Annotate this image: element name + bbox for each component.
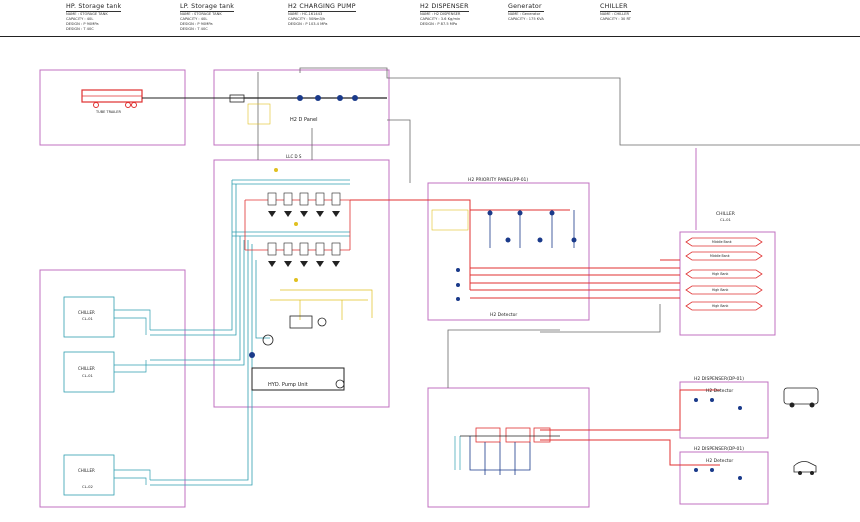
- legend-chiller: CHILLER NAME : CHILLER CAPACITY : 30 RT: [600, 3, 631, 21]
- tube-trailer-label: TUBE TRAILER: [95, 110, 121, 114]
- legend-h2-charging-pump: H2 CHARGING PUMP NAME : HC-161443 CAPACI…: [288, 3, 356, 26]
- chiller-main-id: CL-01: [720, 217, 731, 222]
- lp-circulation-pump: [262, 334, 274, 346]
- bank-2: [685, 251, 763, 261]
- equipment-legend: HP. Storage tank NAME : STORAGE TANK CAP…: [0, 3, 860, 37]
- bank-5-label: High Bank: [712, 304, 728, 308]
- priority-notes: [431, 209, 469, 231]
- lp-storage-tanks: [267, 192, 341, 256]
- legend-hp-storage-tank: HP. Storage tank NAME : STORAGE TANK CAP…: [66, 3, 122, 31]
- dispenser-2-detector: H2 Detector: [706, 458, 733, 464]
- bank-5: [685, 301, 763, 311]
- bank-4-label: High Bank: [712, 288, 728, 292]
- storage-banks: [685, 237, 763, 311]
- chiller-left-3-name: CHILLER: [78, 468, 95, 473]
- boundary-tube-trailer: [39, 69, 186, 146]
- h2-detector-label: H2 Detector: [490, 312, 517, 318]
- bank-1-label: Middle Bank: [712, 240, 732, 244]
- chillers-left: CHILLER CL-01 CHILLER CL-01 CHILLER CL-0…: [63, 296, 151, 496]
- chiller-left-1: [63, 296, 115, 338]
- lp-oil-lines: [270, 289, 373, 320]
- dispenser-1: H2 DISPENSER(DP-01) H2 Detector: [694, 376, 819, 410]
- area-boundaries: [39, 69, 776, 508]
- h2-d-panel: H2 D Panel: [229, 94, 387, 125]
- bank-2-label: Middle Bank: [710, 254, 730, 258]
- boundary-lp-unit: [213, 159, 390, 408]
- priority-panel-label: H2 PRIORITY PANEL(PP-01): [468, 177, 528, 183]
- chiller-left-1-id: CL-01: [82, 316, 93, 321]
- tube-trailer: TUBE TRAILER: [81, 89, 143, 114]
- vehicle-bus-icon: [783, 387, 819, 405]
- legend-lp-storage-tank: LP. Storage tank NAME : STORAGE TANK CAP…: [180, 3, 235, 31]
- title-block-rule: [0, 36, 860, 37]
- boundary-chiller-main: [679, 231, 776, 336]
- boundary-h2-panel: [213, 69, 390, 146]
- lp-unit: LLC D S HYD. Pum: [150, 154, 373, 486]
- chiller-left-2-id: CL-01: [82, 373, 93, 378]
- chiller-main-label: CHILLER: [716, 211, 735, 217]
- bank-1: [685, 237, 763, 247]
- legend-generator: Generator NAME : Generator CAPACITY : 17…: [508, 3, 544, 21]
- dispenser-manifold: [454, 427, 560, 475]
- chiller-left-2-name: CHILLER: [78, 366, 95, 371]
- chiller-left-3: [63, 454, 115, 496]
- priority-panel: H2 PRIORITY PANEL(PP-01) H2 Detector: [431, 177, 577, 318]
- dispenser-2-label: H2 DISPENSER(DP-01): [694, 446, 744, 452]
- h2-panel-label: H2 D Panel: [290, 117, 317, 123]
- bank-3-label: High Bank: [712, 272, 728, 276]
- lp-heat-exchanger: [289, 315, 313, 329]
- h2-main-lines: [350, 199, 720, 466]
- dispenser-2: H2 DISPENSER(DP-01) H2 Detector: [694, 446, 817, 480]
- vehicle-car-icon: [793, 461, 817, 473]
- boundary-dispenser-2: [679, 451, 769, 505]
- legend-h2-dispenser: H2 DISPENSER NAME : H2 DISPENSER CAPACIT…: [420, 3, 469, 26]
- lp-tank-valves: [268, 211, 340, 267]
- hyd-pump-unit: [251, 367, 345, 391]
- boundary-chillers-left: [39, 269, 186, 508]
- hyd-pump-label: HYD. Pump Unit: [268, 382, 308, 388]
- dispenser-1-label: H2 DISPENSER(DP-01): [694, 376, 744, 382]
- bank-3: [685, 269, 763, 279]
- utility-lines: [257, 67, 860, 388]
- lp-water-lines: [150, 179, 350, 486]
- boundary-priority-panel: [427, 182, 590, 321]
- lp-unit-label: LLC D S: [286, 154, 302, 159]
- chiller-left-3-id: CL-02: [82, 484, 93, 489]
- chiller-left-2: [63, 351, 115, 393]
- lp-indicators: [274, 168, 298, 282]
- boundary-dispenser-area: [427, 387, 590, 508]
- bank-4: [685, 285, 763, 295]
- chiller-left-1-name: CHILLER: [78, 310, 95, 315]
- chiller-main: CHILLER CL-01 Middle Bank Middle Bank Hi…: [685, 211, 763, 311]
- dispenser-1-detector: H2 Detector: [706, 388, 733, 394]
